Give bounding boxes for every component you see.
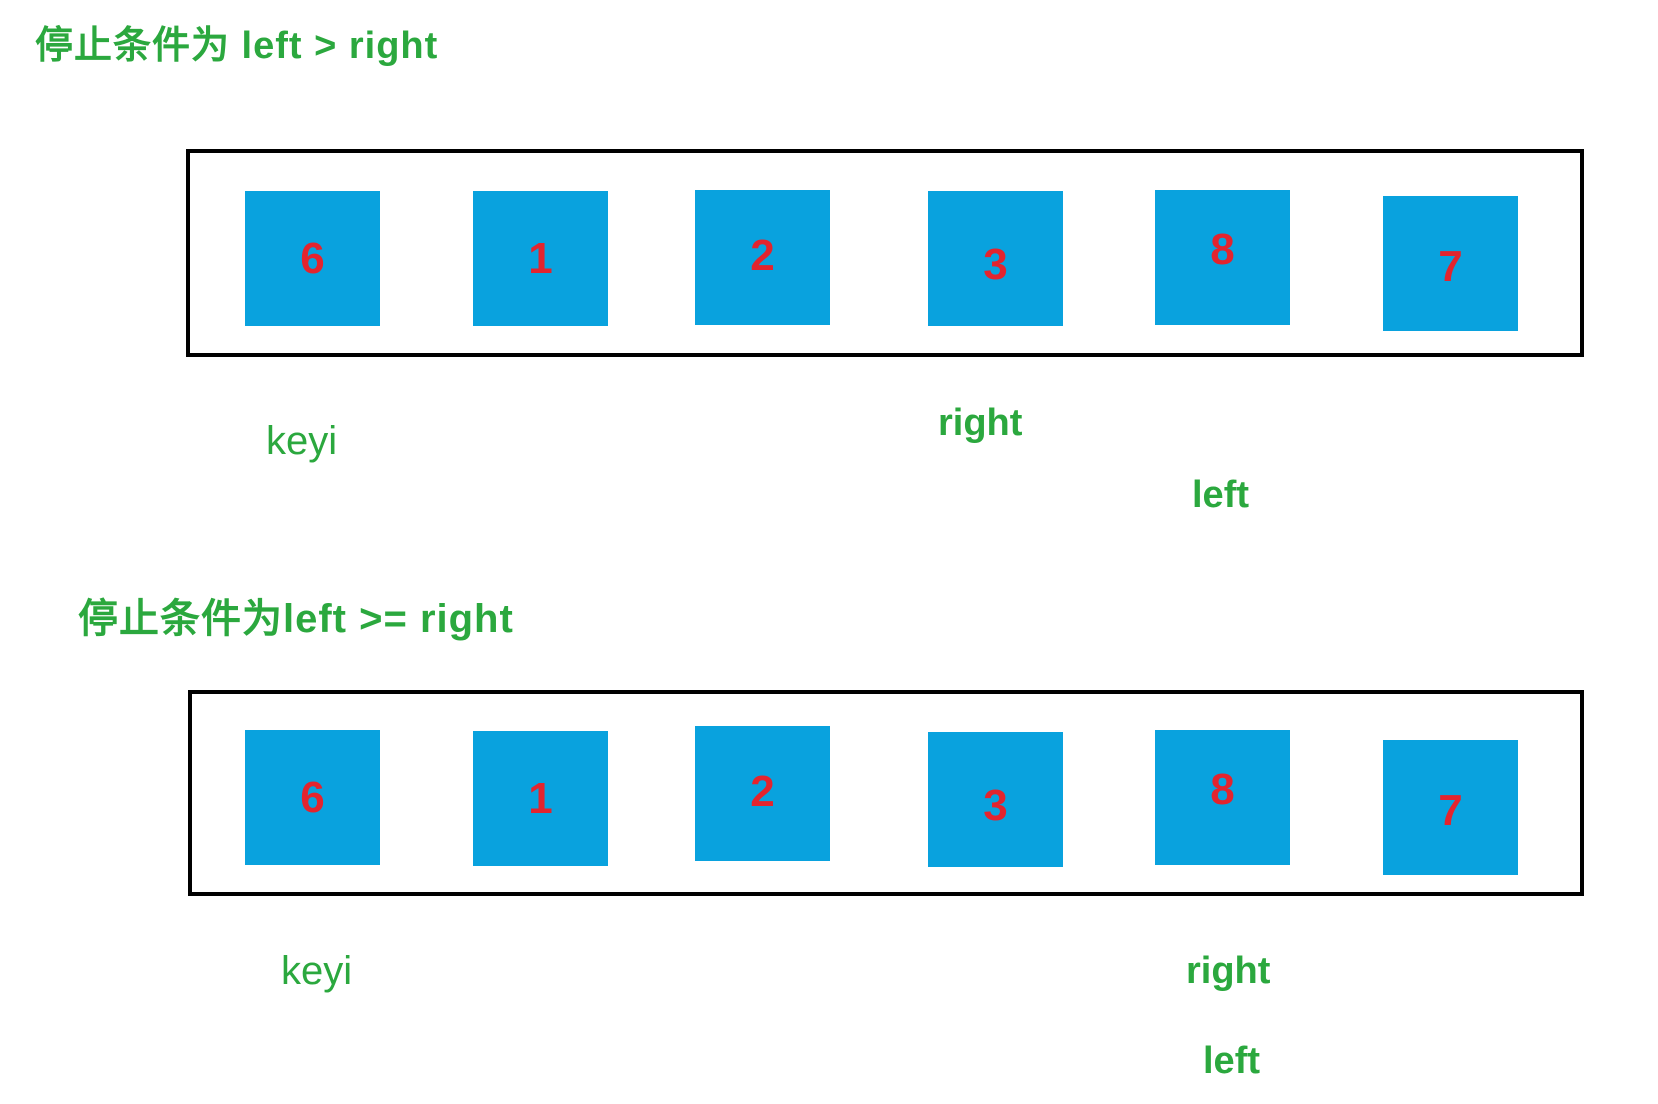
diagram1-right-pointer-label: right (938, 402, 1023, 444)
array-cell: 7 (1383, 740, 1518, 875)
array-cell: 7 (1383, 196, 1518, 331)
diagram1-title: 停止条件为 left > right (35, 25, 439, 67)
array-cell: 2 (695, 726, 830, 861)
diagram2-right-pointer-label: right (1186, 950, 1271, 992)
diagram2-array-container: 6 1 2 3 8 7 (188, 690, 1584, 896)
cell-value: 1 (528, 773, 553, 823)
array-cell: 1 (473, 731, 608, 866)
array-cell: 6 (245, 730, 380, 865)
array-cell: 3 (928, 191, 1063, 326)
cell-value: 8 (1210, 764, 1235, 814)
cell-value: 3 (983, 780, 1008, 830)
cell-value: 6 (300, 233, 325, 283)
array-cell: 2 (695, 190, 830, 325)
cell-value: 7 (1438, 785, 1463, 835)
cell-value: 7 (1438, 241, 1463, 291)
cell-value: 8 (1210, 224, 1235, 274)
array-cell: 8 (1155, 730, 1290, 865)
diagram2-keyi-label: keyi (281, 949, 353, 993)
cell-value: 3 (983, 239, 1008, 289)
array-cell: 1 (473, 191, 608, 326)
cell-value: 6 (300, 772, 325, 822)
diagram2-left-pointer-label: left (1203, 1040, 1260, 1082)
cell-value: 2 (750, 766, 775, 816)
diagram1-keyi-label: keyi (266, 419, 338, 463)
cell-value: 2 (750, 230, 775, 280)
cell-value: 1 (528, 233, 553, 283)
diagram1-left-pointer-label: left (1192, 474, 1249, 516)
diagram1-array-container: 6 1 2 3 8 7 (186, 149, 1584, 357)
diagram2-title: 停止条件为left >= right (78, 597, 514, 641)
array-cell: 8 (1155, 190, 1290, 325)
array-cell: 6 (245, 191, 380, 326)
array-cell: 3 (928, 732, 1063, 867)
